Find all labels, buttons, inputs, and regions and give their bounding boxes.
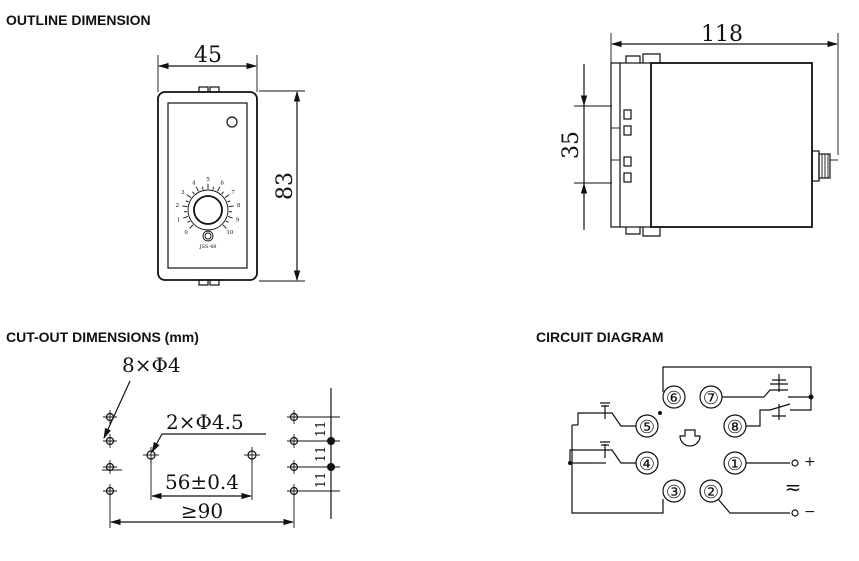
dial-tick	[227, 200, 231, 203]
dial-tick	[186, 194, 192, 199]
pin-6: ⑥	[666, 388, 682, 409]
dial-number: 7	[231, 190, 235, 196]
pin-5: ⑤	[639, 417, 655, 438]
dial-tick	[217, 186, 221, 192]
pitch-label-3: 11	[314, 472, 329, 489]
supply-plus: +	[804, 454, 816, 470]
dial-tick	[212, 186, 215, 190]
hole-crosshair	[103, 460, 117, 474]
cutout-heading: CUT-OUT DIMENSIONS (mm)	[6, 329, 199, 345]
socket-key	[679, 429, 701, 447]
dial-tick	[228, 205, 234, 208]
pitch-label-1: 11	[314, 421, 329, 438]
pin-3: ③	[666, 482, 682, 503]
supply-minus: −	[804, 504, 816, 520]
dial-number: 10	[226, 230, 233, 236]
dial-numbers: 01 2 3 4 5 6 7 8 910	[176, 177, 241, 236]
dial-number: 8	[237, 203, 241, 209]
pin-1: ①	[727, 454, 743, 475]
circuit-heading: CIRCUIT DIAGRAM	[536, 329, 664, 345]
dial-number: 5	[206, 177, 210, 183]
pitch-label-2: 11	[314, 446, 329, 463]
dial-tick	[221, 191, 224, 195]
dial-tick	[222, 224, 227, 229]
dial-tick	[225, 220, 229, 223]
side-length-label: 118	[701, 22, 743, 47]
center-spacing-label: 56±0.4	[165, 470, 239, 494]
socket-pins: ① ② ③ ④ ⑤ ⑥ ⑦ ⑧	[635, 385, 747, 503]
circuit-diagram: ① ② ③ ④ ⑤ ⑥ ⑦ ⑧	[568, 366, 816, 520]
dial-number: 9	[236, 218, 240, 224]
supply-symbol: ≂	[785, 475, 802, 499]
dial-tick	[183, 216, 189, 219]
dial-tick	[195, 186, 199, 192]
pin-7: ⑦	[703, 388, 719, 409]
dial-tick	[185, 200, 189, 203]
large-holes-label: 2×Φ4.5	[166, 410, 244, 434]
front-height-label: 83	[273, 172, 298, 200]
side-pitch-label: 35	[559, 131, 584, 159]
hole-crosshair	[103, 434, 117, 448]
dial-tick	[201, 186, 204, 190]
dial-tick	[187, 220, 191, 223]
hole-crosshair	[103, 410, 117, 424]
dial-tick	[189, 224, 194, 229]
pin-4: ④	[639, 454, 655, 475]
time-dial	[193, 195, 223, 225]
dial-tick	[192, 191, 195, 195]
model-mark: JSS-48	[198, 244, 216, 250]
cutout-drawing: 8×Φ4 2×Φ4.5 56±0.4 ≥90 11 11	[102, 353, 340, 528]
certification-mark	[202, 230, 214, 242]
dial-tick	[182, 205, 188, 208]
dial-tick	[224, 194, 230, 199]
pin-2: ②	[703, 482, 719, 503]
dial-number: 4	[192, 180, 196, 186]
small-holes-label: 8×Φ4	[122, 353, 181, 377]
front-width-label: 45	[194, 43, 222, 68]
led-indicator	[226, 116, 238, 128]
min-spacing-label: ≥90	[181, 499, 223, 523]
outline-heading: OUTLINE DIMENSION	[6, 12, 151, 28]
pin-8: ⑧	[727, 417, 743, 438]
dial-number: 2	[176, 203, 180, 209]
outline-side-view: 118 35	[559, 22, 839, 237]
dial-number: 1	[177, 218, 181, 224]
dial-tick	[227, 216, 233, 219]
dial-number: 3	[181, 190, 185, 196]
dial-scale	[182, 184, 234, 229]
hole-crosshair	[103, 484, 117, 498]
dial-number: 6	[220, 180, 224, 186]
dial-number: 0	[184, 230, 188, 236]
